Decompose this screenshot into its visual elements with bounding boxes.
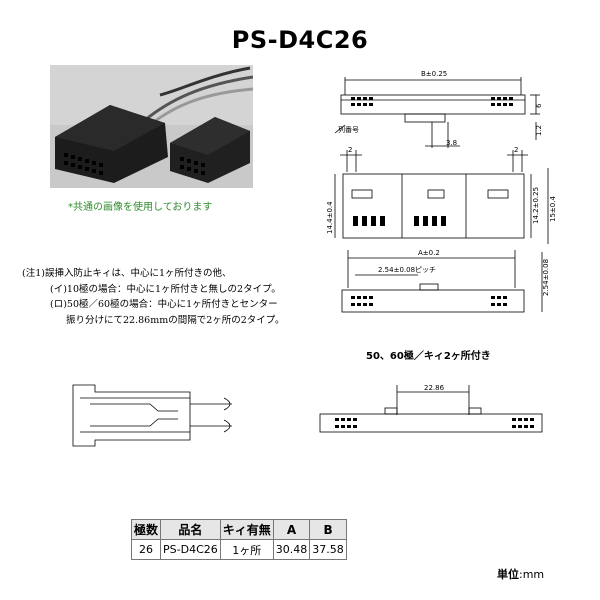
note-line: (注1)誤挿入防止キィは、中心に1ヶ所付きの他、 [22, 268, 232, 279]
dim-h14-left: 14.4±0.4 [326, 201, 334, 234]
dim-a: A±0.2 [418, 249, 440, 257]
table-header: キィ有無 [219, 519, 274, 540]
table-header: 極数 [130, 519, 162, 540]
table-header: A [272, 519, 311, 540]
row-label: 列番号 [338, 125, 359, 134]
table-header: B [309, 519, 347, 540]
note-line: (ロ)50極／60極の場合：中心に1ヶ所付きとセンター [50, 299, 278, 310]
table-cell: 37.58 [309, 539, 347, 560]
table-header: 品名 [160, 519, 221, 540]
dim-two-right: 2 [514, 146, 518, 154]
diagram-caption: 50、60極／キィ2ヶ所付き [366, 351, 491, 362]
dim-pitch: 2.54±0.08ピッチ [378, 266, 436, 274]
unit-value: :mm [519, 568, 545, 581]
dim-three-eight: 3.8 [446, 139, 457, 147]
dim-two-left: 2 [348, 146, 352, 154]
table-cell: 26 [130, 539, 162, 560]
dim-h254: 2.54±0.08 [542, 259, 550, 296]
spec-table: 極数 品名 キィ有無 A B 26 PS-D4C26 1ヶ所 30.48 37.… [130, 519, 347, 560]
unit-label: 単位 [497, 568, 519, 581]
notes: (注1)誤挿入防止キィは、中心に1ヶ所付きの他、 (イ)10極の場合：中心に1ヶ… [22, 266, 285, 328]
note-line: (イ)10極の場合：中心に1ヶ所付きと無しの2タイプ。 [50, 283, 281, 295]
dim-2286: 22.86 [424, 384, 445, 392]
photo-caption: *共通の画像を使用しております [68, 202, 213, 213]
unit-note: 単位:mm [497, 566, 544, 582]
note-line: 振り分けにて22.86mmの間隔で2ヶ所の2タイプ。 [66, 314, 285, 326]
table-cell: PS-D4C26 [160, 539, 221, 560]
dim-h15: 15±0.4 [549, 196, 557, 222]
table-cell: 30.48 [272, 539, 311, 560]
product-photo [50, 65, 254, 188]
table-row: 26 PS-D4C26 1ヶ所 30.48 37.58 [130, 539, 347, 560]
dim-b: B±0.25 [421, 70, 447, 78]
table-cell: 1ヶ所 [219, 539, 274, 560]
dim-one-two: 1.2 [535, 125, 543, 136]
page-title: PS-D4C26 [231, 26, 369, 54]
dim-h14-right: 14.2±0.25 [532, 187, 540, 224]
dim-six: 6 [535, 103, 543, 108]
table-header-row: 極数 品名 キィ有無 A B [130, 519, 347, 540]
